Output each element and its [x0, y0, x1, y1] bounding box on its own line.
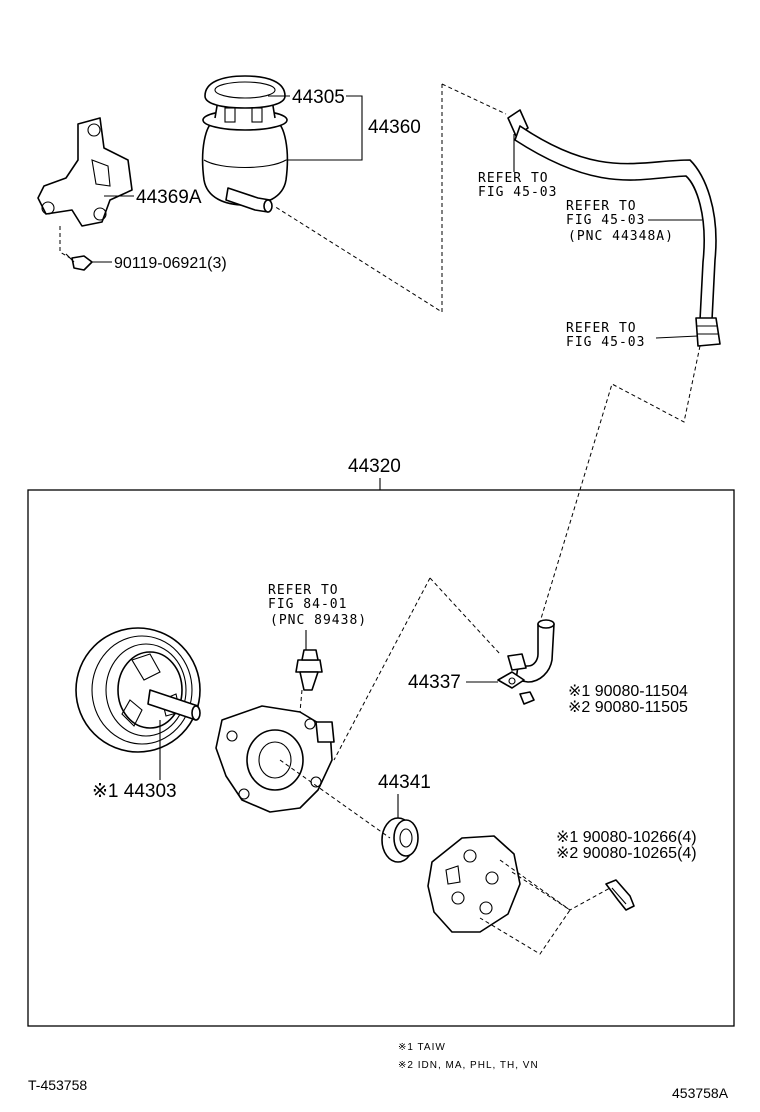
refer4-line1: REFER TO — [268, 583, 339, 598]
label-90080-10265: ※2 90080-10265(4) — [556, 845, 697, 862]
pressure-switch-icon — [295, 649, 323, 691]
pump-rear-housing — [427, 835, 521, 933]
refer2-line1: REFER TO — [566, 199, 637, 214]
leader-lines — [92, 95, 702, 818]
nut-90080-11504-icon — [519, 691, 535, 705]
label-44341: 44341 — [378, 772, 431, 793]
pump-body — [215, 705, 335, 813]
reservoir-bracket — [37, 117, 133, 227]
refer1-line1: REFER TO — [478, 171, 549, 186]
return-hose — [507, 109, 721, 347]
pump-assembly-box — [27, 489, 735, 1027]
part-number-labels: 44305 44360 44369A 90119-06921(3) REFER … — [92, 87, 697, 862]
label-90080-10266: ※1 90080-10266(4) — [556, 829, 697, 846]
dashed-guide-lines — [59, 83, 701, 955]
union-fitting-44337 — [497, 619, 555, 689]
footer-right-code: 453758A — [672, 1085, 729, 1101]
label-90080-11504: ※1 90080-11504 — [568, 683, 688, 700]
refer2-line2: FIG 45-03 — [566, 213, 645, 228]
label-44369A: 44369A — [136, 187, 202, 208]
label-90119-06921: 90119-06921(3) — [114, 255, 227, 272]
refer4-line2: FIG 84-01 — [268, 597, 347, 612]
refer4-line3: (PNC 89438) — [270, 613, 367, 628]
label-90080-11505: ※2 90080-11505 — [568, 699, 688, 716]
label-44360: 44360 — [368, 117, 421, 138]
bolt-90119-icon — [65, 253, 93, 271]
footer-left-code: T-453758 — [28, 1077, 87, 1093]
note-1: ※1 TAIW — [398, 1042, 446, 1053]
refer3-line2: FIG 45-03 — [566, 335, 645, 350]
refer3-line1: REFER TO — [566, 321, 637, 336]
seal-44341 — [381, 817, 419, 863]
bolt-90080-10266-icon — [605, 879, 635, 911]
label-44320: 44320 — [348, 456, 401, 477]
refer2-line3: (PNC 44348A) — [568, 229, 674, 244]
footer-codes: T-453758 453758A — [28, 1077, 729, 1101]
label-44337: 44337 — [408, 672, 461, 693]
note-2: ※2 IDN, MA, PHL, TH, VN — [398, 1060, 539, 1071]
label-44305: 44305 — [292, 87, 345, 108]
pulley-44303 — [75, 627, 201, 753]
refer1-line2: FIG 45-03 — [478, 185, 557, 200]
label-44303: ※1 44303 — [92, 781, 177, 802]
legend-notes: ※1 TAIW ※2 IDN, MA, PHL, TH, VN — [398, 1042, 539, 1071]
reservoir-cap-icon — [214, 81, 276, 99]
